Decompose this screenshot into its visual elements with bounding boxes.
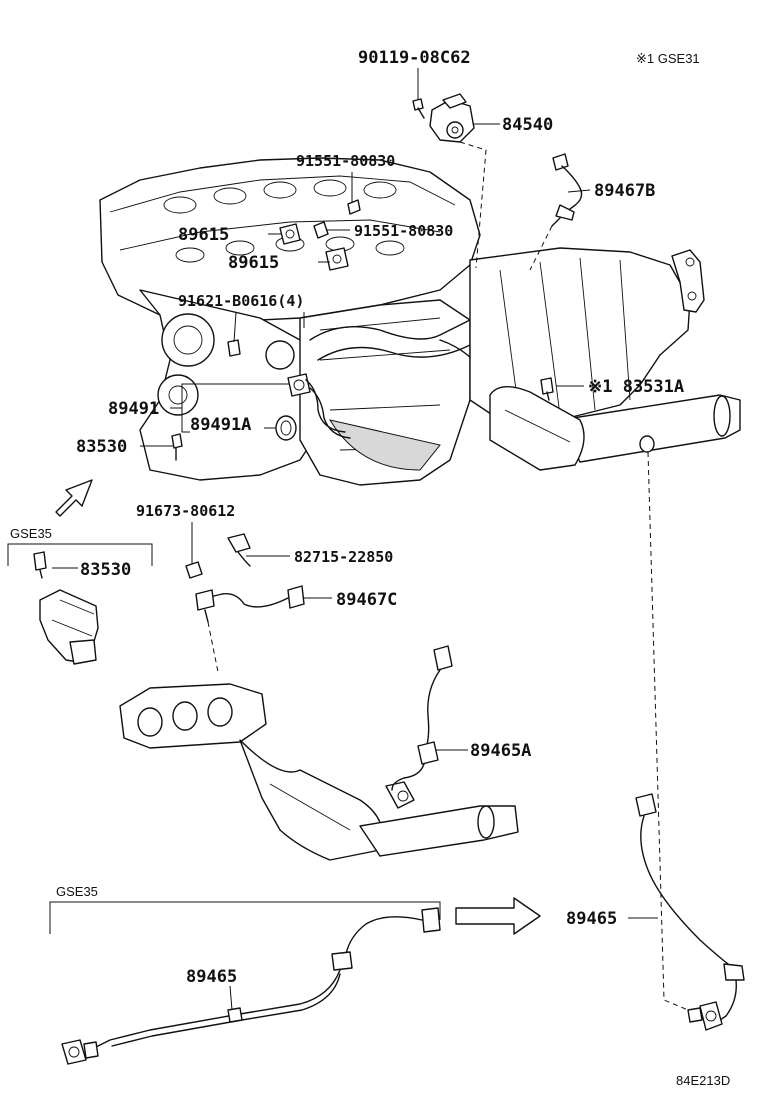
label-89615-a: 89615 <box>178 225 229 245</box>
sensor-83530-gse35 <box>33 551 47 579</box>
direction-arrow <box>55 479 93 517</box>
switch-84540 <box>429 93 475 143</box>
gse35-bracket-top <box>7 543 153 566</box>
label-91551-80830-a: 91551-80830 <box>296 152 395 170</box>
sensor-89465-gse35 <box>61 907 441 1065</box>
oring-89491a <box>275 415 297 441</box>
label-89491: 89491 <box>108 399 159 419</box>
note-gse35-top: GSE35 <box>10 526 52 541</box>
gse35-bracket-bottom <box>49 901 441 934</box>
gse35-arrow <box>455 897 541 935</box>
label-89467b: 89467B <box>594 181 655 201</box>
label-89465-right: 89465 <box>566 909 617 929</box>
label-83530-engine: 83530 <box>76 437 127 457</box>
label-84540: 84540 <box>502 115 553 135</box>
sensor-83531a <box>540 377 554 401</box>
clamp-82715 <box>227 533 251 567</box>
note-gse31: ※1 GSE31 <box>636 51 700 66</box>
bolt-90119 <box>412 98 425 119</box>
sensor-89465a <box>391 645 453 791</box>
sensor-89615-a <box>279 223 301 245</box>
label-89467c: 89467C <box>336 590 397 610</box>
label-91673-80612: 91673-80612 <box>136 502 235 520</box>
bolt-91621 <box>227 339 241 357</box>
sensor-89467b <box>551 153 583 227</box>
label-89465a: 89465A <box>470 741 531 761</box>
label-89465-gse35: 89465 <box>186 967 237 987</box>
sensor-83530-engine <box>171 433 183 461</box>
label-83530-gse35: 83530 <box>80 560 131 580</box>
label-91621-b0616: 91621-B0616(4) <box>178 292 304 310</box>
label-90119-08c62: 90119-08C62 <box>358 48 471 68</box>
label-89615-b: 89615 <box>228 253 279 273</box>
diagram-code: 84E213D <box>676 1073 730 1088</box>
label-83531a: ※1 83531A <box>588 377 684 397</box>
bolt-91673 <box>185 561 203 579</box>
transmission <box>469 247 741 471</box>
bolt-91551-a <box>347 199 361 215</box>
label-91551-80830-b: 91551-80830 <box>354 222 453 240</box>
gasket-ring <box>639 435 655 453</box>
leader-lines <box>52 68 658 1011</box>
gse35-block-fragment <box>39 589 99 665</box>
note-gse35-bottom: GSE35 <box>56 884 98 899</box>
exhaust-manifold <box>119 683 519 861</box>
bolt-91551-b <box>313 221 329 239</box>
label-82715-22850: 82715-22850 <box>294 548 393 566</box>
sensor-89491 <box>287 373 351 439</box>
label-89491a: 89491A <box>190 415 251 435</box>
sensor-89467c <box>195 585 305 623</box>
sensor-89465-right <box>635 793 745 1031</box>
sensor-89615-b <box>325 247 349 271</box>
engine-block <box>99 157 501 486</box>
